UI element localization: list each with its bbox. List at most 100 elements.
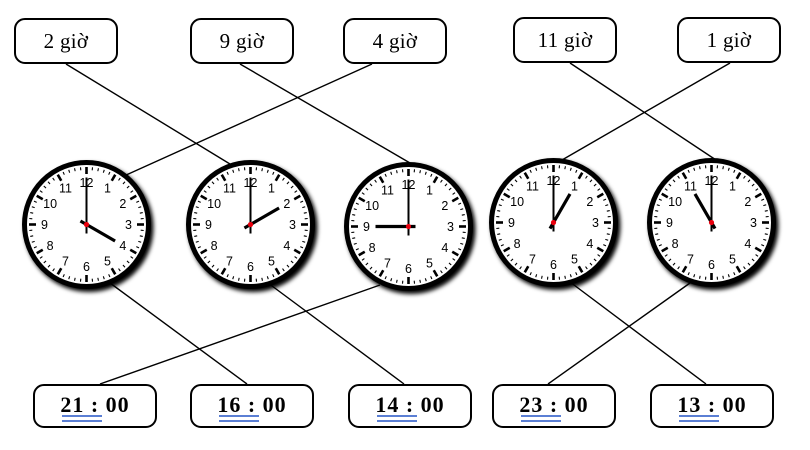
minute-tick: [448, 262, 452, 266]
clock-numeral: 9: [508, 216, 515, 230]
minute-tick: [272, 171, 275, 175]
minute-tick: [597, 254, 601, 257]
minute-tick: [390, 171, 393, 175]
clock-numeral: 8: [211, 239, 218, 253]
hour-tick: [577, 265, 584, 273]
connector-line[interactable]: [561, 62, 731, 161]
minute-tick: [238, 277, 240, 281]
hour-word-label[interactable]: 11 giờ: [513, 17, 617, 63]
minute-tick: [444, 266, 448, 270]
blue-underline-lower: [679, 420, 719, 422]
minute-tick: [361, 192, 365, 195]
connector-line[interactable]: [267, 282, 405, 385]
connector-line[interactable]: [109, 282, 248, 385]
minute-tick: [751, 258, 755, 262]
connector-line[interactable]: [569, 281, 707, 385]
minute-tick: [699, 275, 701, 279]
minute-tick: [136, 200, 140, 203]
minute-tick: [603, 198, 607, 201]
minute-tick: [353, 242, 357, 245]
clock-numeral: 7: [226, 254, 233, 268]
minute-tick: [733, 272, 736, 276]
minute-tick: [452, 258, 456, 261]
minute-tick: [569, 167, 572, 171]
minute-tick: [138, 240, 142, 243]
clock-numeral: 10: [510, 195, 524, 209]
minute-tick: [282, 268, 285, 272]
clock-numeral: 5: [268, 254, 275, 268]
clock-center-hub: [708, 219, 715, 226]
minute-tick: [108, 171, 111, 175]
clock-numeral: 5: [104, 254, 111, 268]
minute-tick: [286, 181, 290, 185]
digital-time-text: 23 : 00: [519, 392, 588, 422]
clock-numeral: 4: [283, 239, 290, 253]
hour-word-label[interactable]: 9 giờ: [190, 18, 294, 64]
blue-underline-upper: [521, 415, 561, 417]
minute-tick: [226, 171, 229, 175]
minute-tick: [575, 272, 578, 276]
minute-tick: [510, 258, 514, 262]
minute-tick: [733, 169, 736, 173]
connector-line[interactable]: [547, 282, 691, 385]
connector-line[interactable]: [99, 284, 381, 385]
hour-tick: [754, 192, 762, 199]
minute-tick: [498, 204, 502, 207]
minute-tick: [352, 237, 356, 239]
digital-time-label[interactable]: 23 : 00: [492, 384, 616, 428]
digital-time-label[interactable]: 16 : 00: [190, 384, 314, 428]
clock-numeral: 6: [247, 260, 254, 274]
minute-tick: [303, 235, 307, 237]
hour-word-label[interactable]: 1 giờ: [677, 17, 781, 63]
digital-time-label[interactable]: 21 : 00: [33, 384, 157, 428]
hour-word-text: 2 giờ: [43, 28, 89, 53]
minute-tick: [672, 179, 676, 183]
clock-numeral: 1: [426, 184, 433, 198]
minute-tick: [194, 212, 198, 214]
analog-clock[interactable]: 121234567891011: [645, 156, 778, 289]
analog-clock[interactable]: 121234567891011: [184, 158, 317, 291]
minute-tick: [300, 200, 304, 203]
hour-tick: [129, 194, 137, 201]
digital-time-label[interactable]: 14 : 00: [348, 384, 472, 428]
hour-tick: [523, 172, 530, 180]
minute-tick: [122, 181, 126, 185]
minute-tick: [290, 185, 294, 189]
minute-tick: [452, 192, 456, 195]
minute-tick: [365, 187, 369, 191]
minute-tick: [656, 238, 660, 241]
clock-numeral: 2: [441, 199, 448, 213]
hour-word-label[interactable]: 2 giờ: [14, 18, 118, 64]
analog-clock[interactable]: 121234567891011: [20, 158, 153, 291]
minute-tick: [303, 212, 307, 214]
connector-line[interactable]: [239, 63, 411, 164]
hour-word-text: 4 giờ: [372, 28, 418, 53]
clock-numeral: 11: [381, 184, 394, 198]
minute-tick: [461, 237, 465, 239]
minute-tick: [33, 246, 37, 249]
minute-tick: [374, 179, 377, 183]
minute-tick: [606, 233, 610, 235]
hour-tick: [200, 248, 208, 255]
minute-tick: [593, 183, 597, 187]
clock-numeral: 8: [672, 237, 679, 251]
minute-tick: [755, 188, 759, 191]
minute-tick: [658, 244, 662, 247]
minute-tick: [390, 278, 393, 282]
minute-tick: [195, 206, 199, 209]
clock-numeral: 2: [119, 197, 126, 211]
clock-numeral: 10: [207, 197, 221, 211]
clock-numeral: 3: [125, 218, 132, 232]
analog-clock[interactable]: 121234567891011: [487, 156, 620, 289]
hour-word-label[interactable]: 4 giờ: [343, 18, 447, 64]
analog-clock[interactable]: 121234567891011: [342, 160, 475, 293]
minute-tick: [272, 274, 275, 278]
hour-tick: [293, 194, 301, 201]
minute-tick: [33, 200, 37, 203]
hour-tick: [681, 172, 688, 180]
minute-tick: [282, 177, 285, 181]
clock-numeral: 6: [550, 258, 557, 272]
digital-time-label[interactable]: 13 : 00: [650, 384, 774, 428]
connector-line[interactable]: [569, 62, 717, 161]
